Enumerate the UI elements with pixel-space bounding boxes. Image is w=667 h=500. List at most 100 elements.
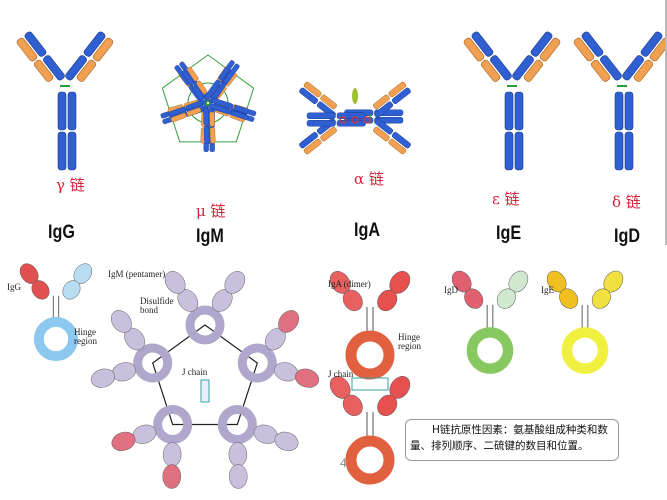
igd-structure <box>573 31 667 171</box>
fab-arm <box>377 271 411 312</box>
fab-arm <box>62 263 93 300</box>
heavy-chain-fc <box>306 120 336 127</box>
light-chain-cl <box>33 59 54 82</box>
igm-unit <box>167 60 240 144</box>
iga-label: IgA <box>354 220 381 241</box>
slide-edge <box>665 0 667 245</box>
heavy-chain-fc <box>223 63 240 84</box>
fab-arm <box>203 108 216 144</box>
fab-arm <box>19 263 50 300</box>
heavy-chain-fc <box>336 120 366 127</box>
fab-arm <box>329 271 363 312</box>
igm-monomer <box>111 404 193 489</box>
disulfide-bond <box>351 116 359 124</box>
heavy-chain-fc <box>514 131 524 171</box>
fab-arm <box>591 270 624 309</box>
igm-monomer <box>164 271 246 345</box>
constant-domain <box>377 394 398 417</box>
j-chain <box>200 379 210 403</box>
igd-label: IgD <box>614 226 641 247</box>
igm-structure <box>160 54 257 152</box>
heavy-chain-vh <box>391 87 411 104</box>
fab-arm <box>65 31 114 82</box>
variable-domain <box>295 368 320 388</box>
light-chain-cl <box>480 59 501 82</box>
heavy-chain-ch1 <box>600 55 622 81</box>
fab-arm <box>16 31 65 82</box>
constant-domain <box>464 288 484 309</box>
heavy-chain-ch1 <box>374 118 394 135</box>
iga-structure <box>299 81 411 155</box>
fab-arm <box>546 270 579 309</box>
igm-monomer <box>168 66 257 123</box>
heavy-chain-fc <box>208 103 232 115</box>
fc-region <box>33 316 79 362</box>
heavy-chain-vh <box>471 31 494 57</box>
ige-label: IgE <box>496 223 522 244</box>
heavy-chain-fc <box>231 110 255 122</box>
disulfide-bond <box>206 102 212 107</box>
page-number: 4 <box>340 456 347 470</box>
bottom-iga-lower <box>329 376 411 485</box>
j-chain-label-iga: J chain <box>328 369 354 379</box>
heavy-chain-vh <box>24 31 47 57</box>
light-chain-cl <box>76 59 97 82</box>
igm-monomer <box>217 404 299 489</box>
constant-domain <box>342 289 363 312</box>
fab-arm <box>90 362 137 388</box>
j-chain <box>351 377 389 391</box>
heavy-chain-vh <box>640 31 663 57</box>
fab-arm <box>253 424 299 452</box>
fc-region <box>561 327 609 374</box>
disulfide-bond <box>204 102 210 107</box>
fc-ring <box>153 404 193 444</box>
igg-chain-label: γ 链 <box>56 176 85 194</box>
heavy-chain-vh <box>530 31 553 57</box>
light-chain-cl <box>590 59 611 82</box>
heavy-chain-ch1 <box>203 108 209 126</box>
constant-domain <box>62 280 81 300</box>
variable-domain <box>110 310 132 333</box>
fab-arm <box>496 270 529 309</box>
igm-chain-label: μ 链 <box>196 202 226 220</box>
heavy-chain-fc <box>204 79 221 100</box>
heavy-chain-ch1 <box>185 100 203 111</box>
fab-arm <box>162 442 182 489</box>
fc-region <box>466 327 514 374</box>
heavy-chain-fc <box>67 131 77 171</box>
disulfide-bond <box>339 116 347 124</box>
heavy-chain-fc <box>614 91 624 131</box>
fab-arm <box>329 376 363 417</box>
bottom-igd-label: IgD <box>444 285 458 295</box>
heavy-chain-fc <box>67 91 77 131</box>
fc-region <box>345 435 395 485</box>
light-chain-cl <box>196 80 208 95</box>
heavy-chain-vh <box>83 31 106 57</box>
ige-structure <box>463 31 561 171</box>
constant-domain <box>228 442 248 467</box>
bottom-ige <box>546 270 624 374</box>
heavy-chain-fc <box>514 91 524 131</box>
fab-arm <box>373 118 411 155</box>
heavy-chain-fc <box>210 97 234 109</box>
heavy-chain-fc <box>306 112 336 119</box>
fab-arm <box>451 270 484 309</box>
fab-arm <box>273 362 320 388</box>
light-chain-vl <box>303 81 322 98</box>
fab-arm <box>111 424 157 452</box>
fc-ring <box>133 343 173 383</box>
heavy-chain-ch1 <box>191 85 205 101</box>
fab-arm <box>181 66 208 101</box>
bottom-igg-label: IgG <box>7 282 21 292</box>
fab-arm <box>110 310 146 351</box>
iga-monomer-right <box>306 81 411 155</box>
heavy-chain-ch1 <box>65 55 87 81</box>
fab-arm <box>164 271 199 312</box>
heavy-chain-ch1 <box>43 55 65 81</box>
hinge-region-label-igg: Hinge region <box>74 327 97 346</box>
constant-domain <box>342 394 363 417</box>
variable-domain <box>228 464 248 489</box>
igm-monomer <box>237 310 320 388</box>
light-chain-cl <box>186 107 202 117</box>
